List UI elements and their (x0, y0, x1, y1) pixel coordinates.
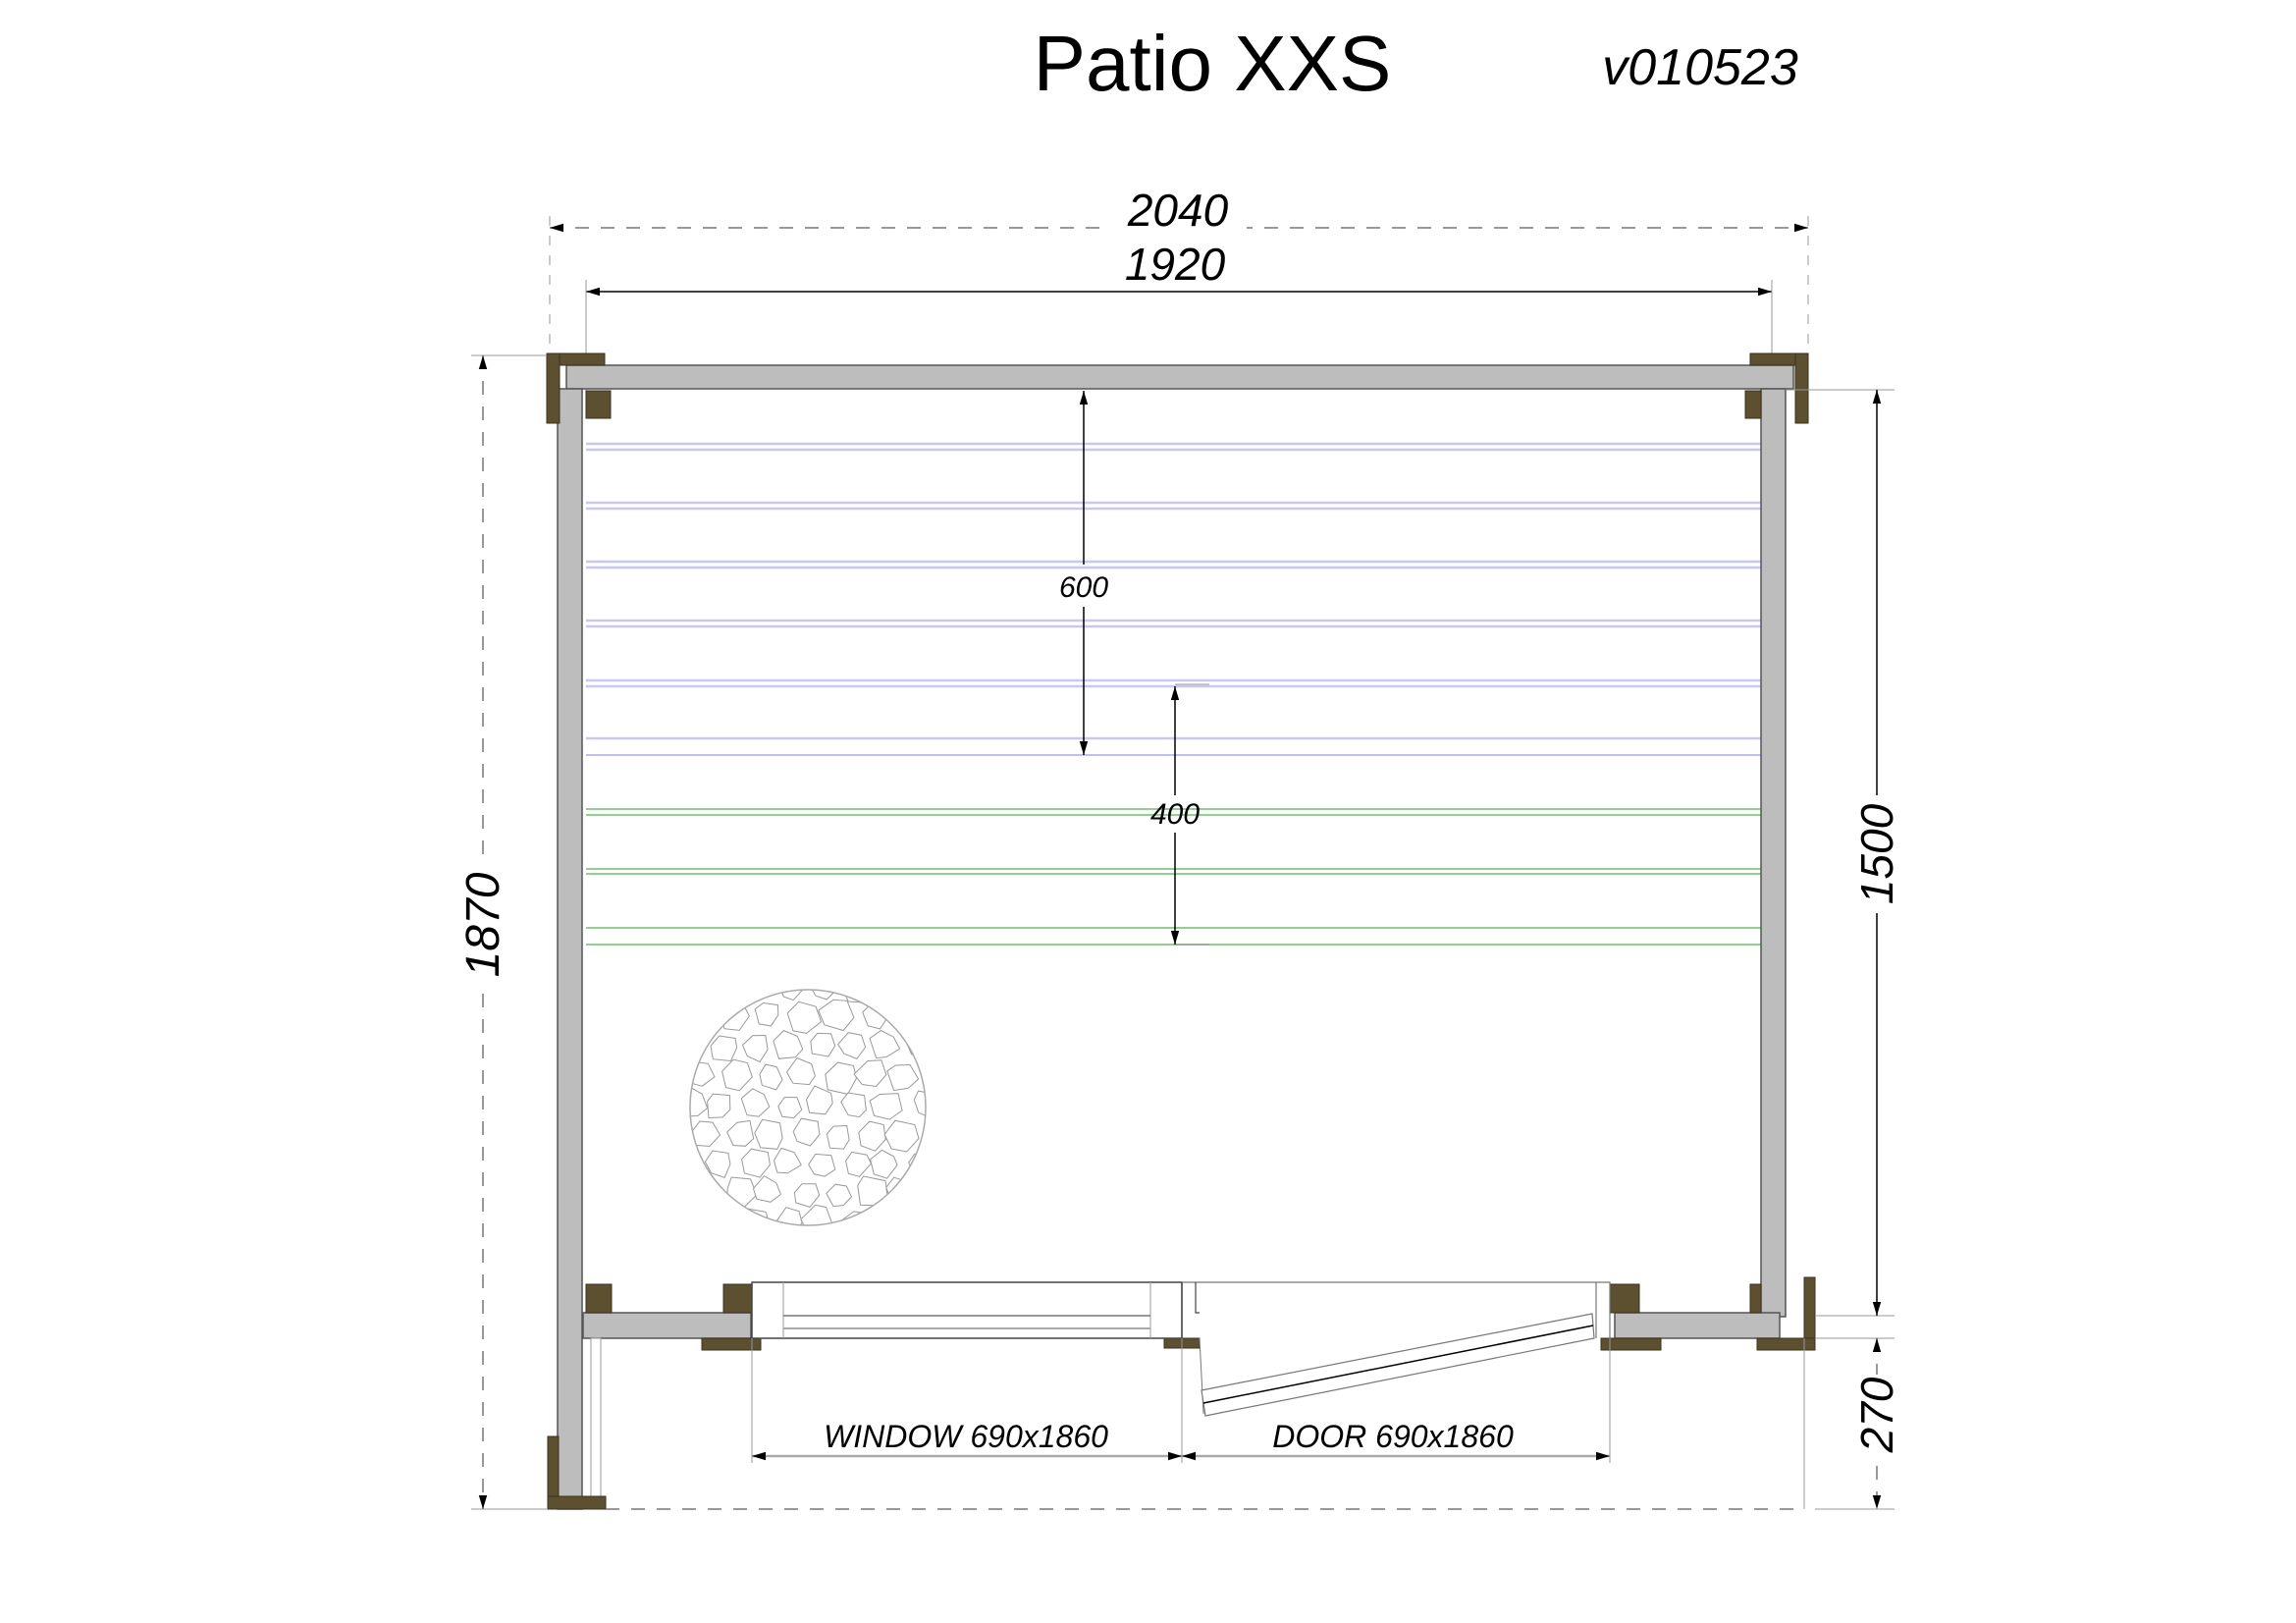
dimension-openings: WINDOW 690x1860 DOOR 690x1860 (751, 1338, 1611, 1463)
stone (690, 1151, 700, 1179)
stone (740, 1088, 771, 1117)
stone (741, 1148, 771, 1178)
stone (736, 1208, 773, 1225)
stone (690, 1084, 709, 1117)
stone (800, 1204, 834, 1225)
stone (704, 1150, 731, 1179)
stone (908, 1153, 926, 1178)
stone (883, 1119, 920, 1153)
stone (875, 1214, 902, 1225)
stone (930, 1061, 954, 1083)
stone (841, 990, 875, 1003)
stone (921, 1182, 926, 1210)
stone (752, 1174, 782, 1203)
stone (818, 999, 855, 1032)
stone (759, 1063, 783, 1091)
stone (690, 1209, 701, 1225)
stone (741, 1034, 769, 1063)
stone (773, 1030, 804, 1059)
stone (904, 990, 926, 1004)
stone (710, 1035, 738, 1062)
stone (805, 1085, 833, 1115)
lower-bench (586, 808, 1761, 946)
stone (858, 1120, 886, 1152)
dimension-room-depth: 1500 (1786, 389, 1902, 1317)
stone (845, 1151, 872, 1177)
stove-outline (689, 989, 927, 1226)
stone (690, 990, 701, 999)
upper-bench-label: 600 (1059, 571, 1108, 604)
stone (925, 1113, 926, 1145)
stone (793, 1183, 821, 1208)
stone (705, 990, 732, 999)
version-label: v010523 (1602, 39, 1798, 96)
stone (853, 1059, 887, 1088)
stone (742, 990, 768, 999)
stone (726, 1119, 755, 1147)
stone (785, 1056, 816, 1086)
total-depth-label: 1870 (457, 872, 509, 977)
outer-width-label: 2040 (1127, 185, 1229, 236)
walls (557, 364, 1794, 1510)
window (751, 1281, 1183, 1339)
dimension-lower-bench: 400 (1150, 683, 1209, 946)
stone (690, 1120, 721, 1148)
inner-width-label: 1920 (1125, 239, 1226, 290)
stone (905, 1205, 926, 1225)
window-label: WINDOW 690x1860 (824, 1419, 1108, 1454)
dimension-outer-width: 2040 (549, 185, 1809, 353)
upper-bench (586, 442, 1761, 756)
plan-title: Patio XXS (1034, 20, 1392, 107)
stone (705, 1212, 733, 1225)
stone (840, 1092, 867, 1118)
stone (913, 1090, 926, 1118)
stone (719, 1001, 750, 1031)
stone (885, 1005, 916, 1033)
stone (754, 1118, 783, 1150)
room-depth-label: 1500 (1851, 803, 1902, 904)
stone (857, 1175, 888, 1207)
stone (870, 1149, 898, 1179)
dimension-total-depth: 1870 (457, 354, 547, 1510)
stone (870, 990, 897, 1001)
stone (808, 990, 839, 1001)
stone (886, 1063, 920, 1092)
stone (691, 1001, 717, 1026)
porch-depth-label: 270 (1851, 1377, 1902, 1453)
stone (808, 1153, 836, 1177)
stone (777, 990, 804, 1001)
dimension-upper-bench: 600 (1059, 391, 1108, 755)
stone (690, 1177, 712, 1205)
dimension-inner-width: 1920 (585, 239, 1773, 393)
stone (837, 1032, 867, 1060)
stone (775, 1207, 803, 1225)
stone (825, 1061, 857, 1095)
lower-bench-label: 400 (1150, 798, 1200, 831)
dimension-porch-depth: 270 (1815, 1337, 1902, 1510)
stone (810, 1032, 836, 1057)
stone (726, 1176, 758, 1210)
stone (826, 1124, 850, 1150)
stone (690, 1061, 716, 1087)
stone (826, 1183, 852, 1208)
stone (792, 1117, 821, 1147)
stone (721, 1058, 753, 1092)
door-label: DOOR 690x1860 (1272, 1419, 1514, 1454)
stone (869, 1093, 903, 1120)
stove-stones (690, 990, 954, 1225)
stone (754, 1001, 779, 1027)
door (1181, 1281, 1611, 1417)
stone (786, 1001, 823, 1034)
stone (869, 1029, 901, 1059)
stone (773, 1147, 802, 1174)
stone (923, 1002, 926, 1030)
stone (690, 1029, 702, 1062)
stone (707, 1093, 731, 1119)
stone (777, 1097, 803, 1119)
